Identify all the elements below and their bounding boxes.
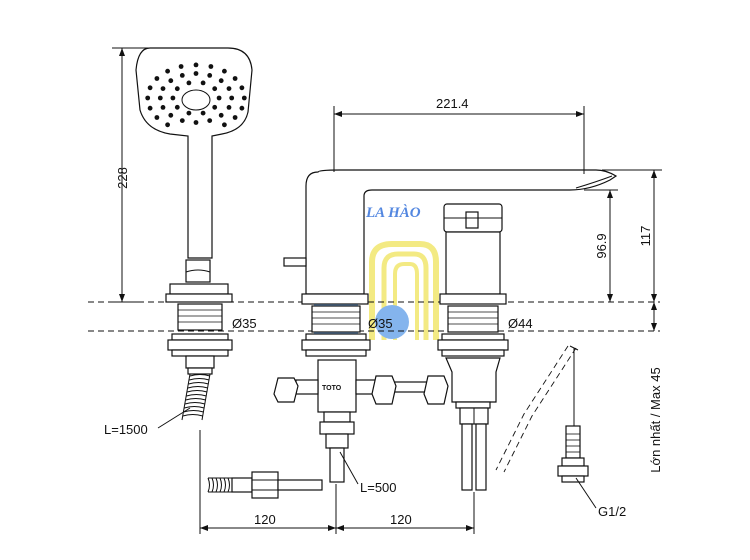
spout-sleeve bbox=[311, 305, 361, 333]
mixer-column bbox=[445, 231, 501, 295]
dim-body-height: 117 bbox=[602, 169, 662, 302]
hand-shower bbox=[135, 47, 253, 421]
spray-dot bbox=[186, 110, 192, 116]
loose-hose bbox=[207, 471, 323, 499]
spray-dot bbox=[212, 104, 218, 110]
label-dia-middle: Ø35 bbox=[368, 316, 393, 331]
spout bbox=[283, 169, 618, 357]
spray-dot bbox=[200, 80, 206, 86]
spray-dot bbox=[147, 105, 153, 111]
spray-dot bbox=[193, 71, 199, 76]
valve-housing bbox=[317, 359, 357, 413]
spray-dot bbox=[239, 85, 245, 91]
spray-dot bbox=[168, 112, 174, 118]
label-spacing-right: 120 bbox=[390, 512, 412, 527]
spray-nozzles bbox=[145, 62, 247, 128]
dim-max-deck: Lớn nhất / Max 45 bbox=[648, 302, 663, 473]
spray-dot bbox=[186, 80, 192, 86]
dim-handshower-height: 228 bbox=[112, 47, 150, 303]
spray-dot bbox=[208, 64, 214, 69]
spray-dot bbox=[178, 64, 184, 69]
spray-dot bbox=[232, 76, 238, 81]
spray-dot bbox=[165, 68, 171, 74]
spray-dot bbox=[226, 105, 232, 110]
spray-dot bbox=[241, 95, 247, 101]
label-228: 228 bbox=[115, 167, 130, 189]
spray-dot bbox=[160, 105, 166, 110]
shower-hose bbox=[181, 367, 213, 421]
mixer-body bbox=[437, 203, 509, 491]
label-g12: G1/2 bbox=[598, 504, 626, 519]
spray-dot bbox=[229, 95, 235, 101]
shower-holder bbox=[169, 283, 229, 295]
spray-dot bbox=[165, 122, 171, 128]
nut-right bbox=[423, 375, 449, 405]
spray-dot bbox=[207, 118, 213, 123]
watermark-blue-circle bbox=[375, 305, 409, 339]
label-supply-length: L=500 bbox=[360, 480, 397, 495]
spray-dot bbox=[222, 122, 227, 128]
spray-dot bbox=[157, 95, 163, 101]
label-221: 221.4 bbox=[436, 96, 469, 111]
spray-dot bbox=[200, 110, 206, 116]
spray-dot bbox=[174, 86, 180, 92]
spray-dot bbox=[174, 104, 180, 110]
label-96-9: 96.9 bbox=[594, 233, 609, 258]
diverter-knob bbox=[283, 257, 307, 267]
spray-dot bbox=[154, 76, 160, 81]
spray-dot bbox=[207, 73, 213, 78]
spray-dot bbox=[193, 62, 199, 68]
spray-dot bbox=[232, 115, 238, 120]
watermark-yellow-arch bbox=[369, 241, 439, 340]
label-max-45: Lớn nhất / Max 45 bbox=[648, 367, 663, 472]
spray-dot bbox=[145, 95, 151, 101]
watermark-text: LA HÀO bbox=[365, 204, 421, 221]
nut-mid bbox=[371, 375, 397, 405]
nut-left bbox=[273, 377, 299, 403]
spray-dot bbox=[239, 105, 245, 111]
spout-body bbox=[305, 169, 618, 295]
shower-neck bbox=[185, 259, 211, 283]
dim-spout-height: 96.9 bbox=[584, 189, 618, 302]
spray-dot bbox=[222, 68, 227, 74]
dim-spout-reach: 221.4 bbox=[333, 96, 585, 174]
spray-dot bbox=[147, 85, 153, 91]
g12-connector bbox=[495, 345, 597, 509]
shower-sleeve bbox=[177, 303, 223, 331]
spray-dot bbox=[226, 86, 232, 91]
spray-dot bbox=[212, 86, 218, 92]
mixer-sleeve bbox=[447, 305, 499, 333]
spray-dot bbox=[179, 73, 185, 78]
valve-brand: TOTO bbox=[322, 385, 342, 392]
valve-block: TOTO bbox=[273, 359, 449, 483]
spray-dot bbox=[154, 115, 160, 120]
shower-center bbox=[181, 89, 211, 111]
label-117: 117 bbox=[638, 226, 653, 247]
spray-dot bbox=[170, 95, 176, 101]
dim-spacing: 120 120 bbox=[199, 430, 475, 534]
spray-dot bbox=[168, 78, 174, 84]
spray-dot bbox=[160, 86, 166, 91]
label-dia-right: Ø44 bbox=[508, 316, 533, 331]
label-spacing-left: 120 bbox=[254, 512, 276, 527]
spray-dot bbox=[218, 78, 224, 84]
label-dia-left: Ø35 bbox=[232, 316, 257, 331]
spray-dot bbox=[179, 118, 185, 123]
label-hose-length: L=1500 bbox=[104, 422, 148, 437]
shower-head bbox=[135, 47, 253, 259]
spray-dot bbox=[218, 112, 224, 118]
spray-dot bbox=[193, 120, 199, 125]
spray-dot bbox=[216, 95, 222, 101]
